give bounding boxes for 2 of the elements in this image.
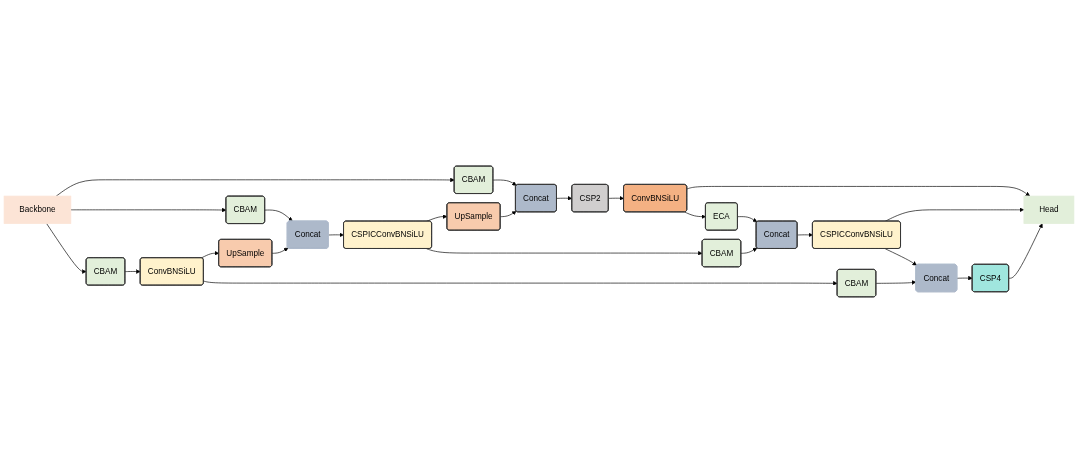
node-box: Head <box>1023 195 1075 224</box>
node-box: Backbone <box>3 195 72 224</box>
